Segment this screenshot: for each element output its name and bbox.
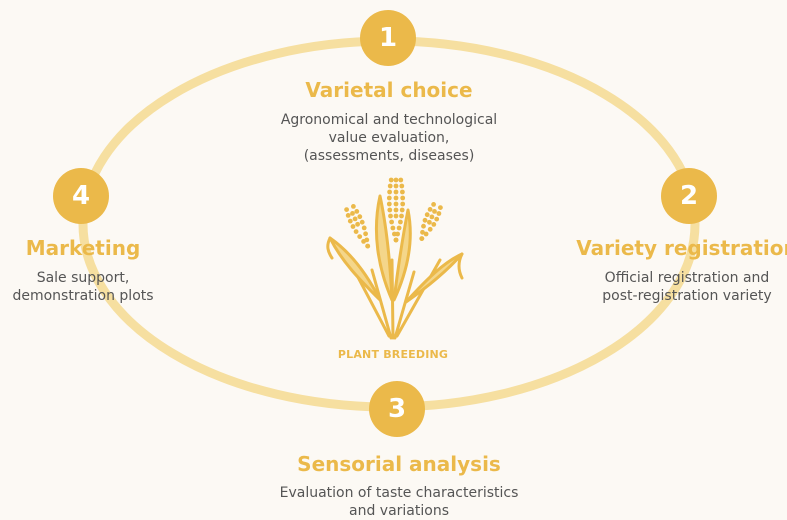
corn-kernel [424,212,430,218]
corn-kernel [357,214,363,220]
corn-kernel [431,222,437,227]
corn-kernel [388,177,394,183]
corn-kernel [350,211,355,216]
corn-kernel [359,219,365,225]
step-1-line: Agronomical and technological [280,112,498,128]
corn-kernel [399,213,404,219]
corn-kernel [350,224,356,229]
step-4-title: Marketing [25,236,141,260]
step-4-line: Sale support, [36,270,130,286]
step-1-badge: 1 [360,10,416,66]
corn-kernel [419,236,425,242]
step-1-description: Agronomical and technological value eval… [281,111,497,165]
corn-kernel [396,225,402,231]
corn-kernel [387,189,392,195]
corn-kernel [393,177,399,183]
corn-kernel [353,229,359,235]
corn-kernel [354,209,360,214]
corn-kernel [351,204,356,209]
corn-kernel [398,219,403,225]
step-1-line: value evaluation, [328,130,450,146]
corn-kernels [344,177,443,249]
corn-kernel [393,189,399,195]
corn-kernel [388,213,393,219]
corn-kernel [422,217,428,223]
corn-kernel [387,207,393,213]
corn-kernel [398,177,404,183]
corn-kernel [393,237,399,243]
step-4-line: demonstration plots [12,288,154,304]
corn-kernel [393,213,399,219]
step-2-badge: 2 [661,168,717,224]
corn-kernel [344,207,349,213]
step-2-line: Official registration and [604,270,770,286]
corn-kernel [347,218,353,224]
corn-kernel [357,234,363,240]
corn-kernel [355,221,360,227]
plant-breeding-label: PLANT BREEDING [337,348,449,361]
corn-kernel [393,183,399,189]
corn-kernel [432,209,437,214]
corn-kernel [420,229,425,235]
corn-kernel [400,189,405,195]
step-4-badge: 4 [53,168,109,224]
corn-kernel [395,231,400,237]
corn-kernel [429,214,435,220]
corn-kernel [431,202,436,207]
corn-kernel [387,183,393,189]
corn-kernel [390,225,396,231]
corn-kernel [436,211,442,216]
corn-kernel [361,225,367,231]
corn-kernel [345,213,351,218]
corn-kernel [386,201,392,207]
corn-kernel [365,243,371,249]
corn-kernel [363,231,368,237]
step-2-title: Variety registration [576,236,787,260]
corn-kernel [399,207,405,213]
corn-kernel [393,207,399,213]
step-3-description: Evaluation of taste characteristics and … [280,484,519,520]
step-3-line: Evaluation of taste characteristics [279,485,519,501]
corn-kernel [400,195,406,201]
corn-kernel [399,183,405,189]
corn-kernel [427,207,433,212]
corn-kernel [427,226,433,232]
step-3-title: Sensorial analysis [297,452,501,476]
step-4-description: Sale support, demonstration plots [12,269,153,305]
step-3-badge: 3 [369,381,425,437]
step-2-description: Official registration and post-registrat… [602,269,771,305]
step-2-line: post-registration variety [602,288,772,304]
corn-kernel [434,216,440,222]
step-3-line: and variations [349,503,449,519]
corn-kernel [393,201,399,207]
corn-kernel [438,205,443,211]
step-1-line: (assessments, diseases) [303,148,475,164]
corn-kernel [423,231,429,237]
corn-kernel [427,219,432,225]
corn-kernel [393,195,399,201]
step-1-title: Varietal choice [305,78,473,102]
corn-plant-icon [326,194,464,340]
corn-kernel [386,195,392,201]
corn-kernel [421,223,426,229]
corn-kernel [400,201,406,207]
corn-kernel [352,216,358,222]
corn-kernel [364,237,370,243]
corn-kernel [389,219,394,225]
